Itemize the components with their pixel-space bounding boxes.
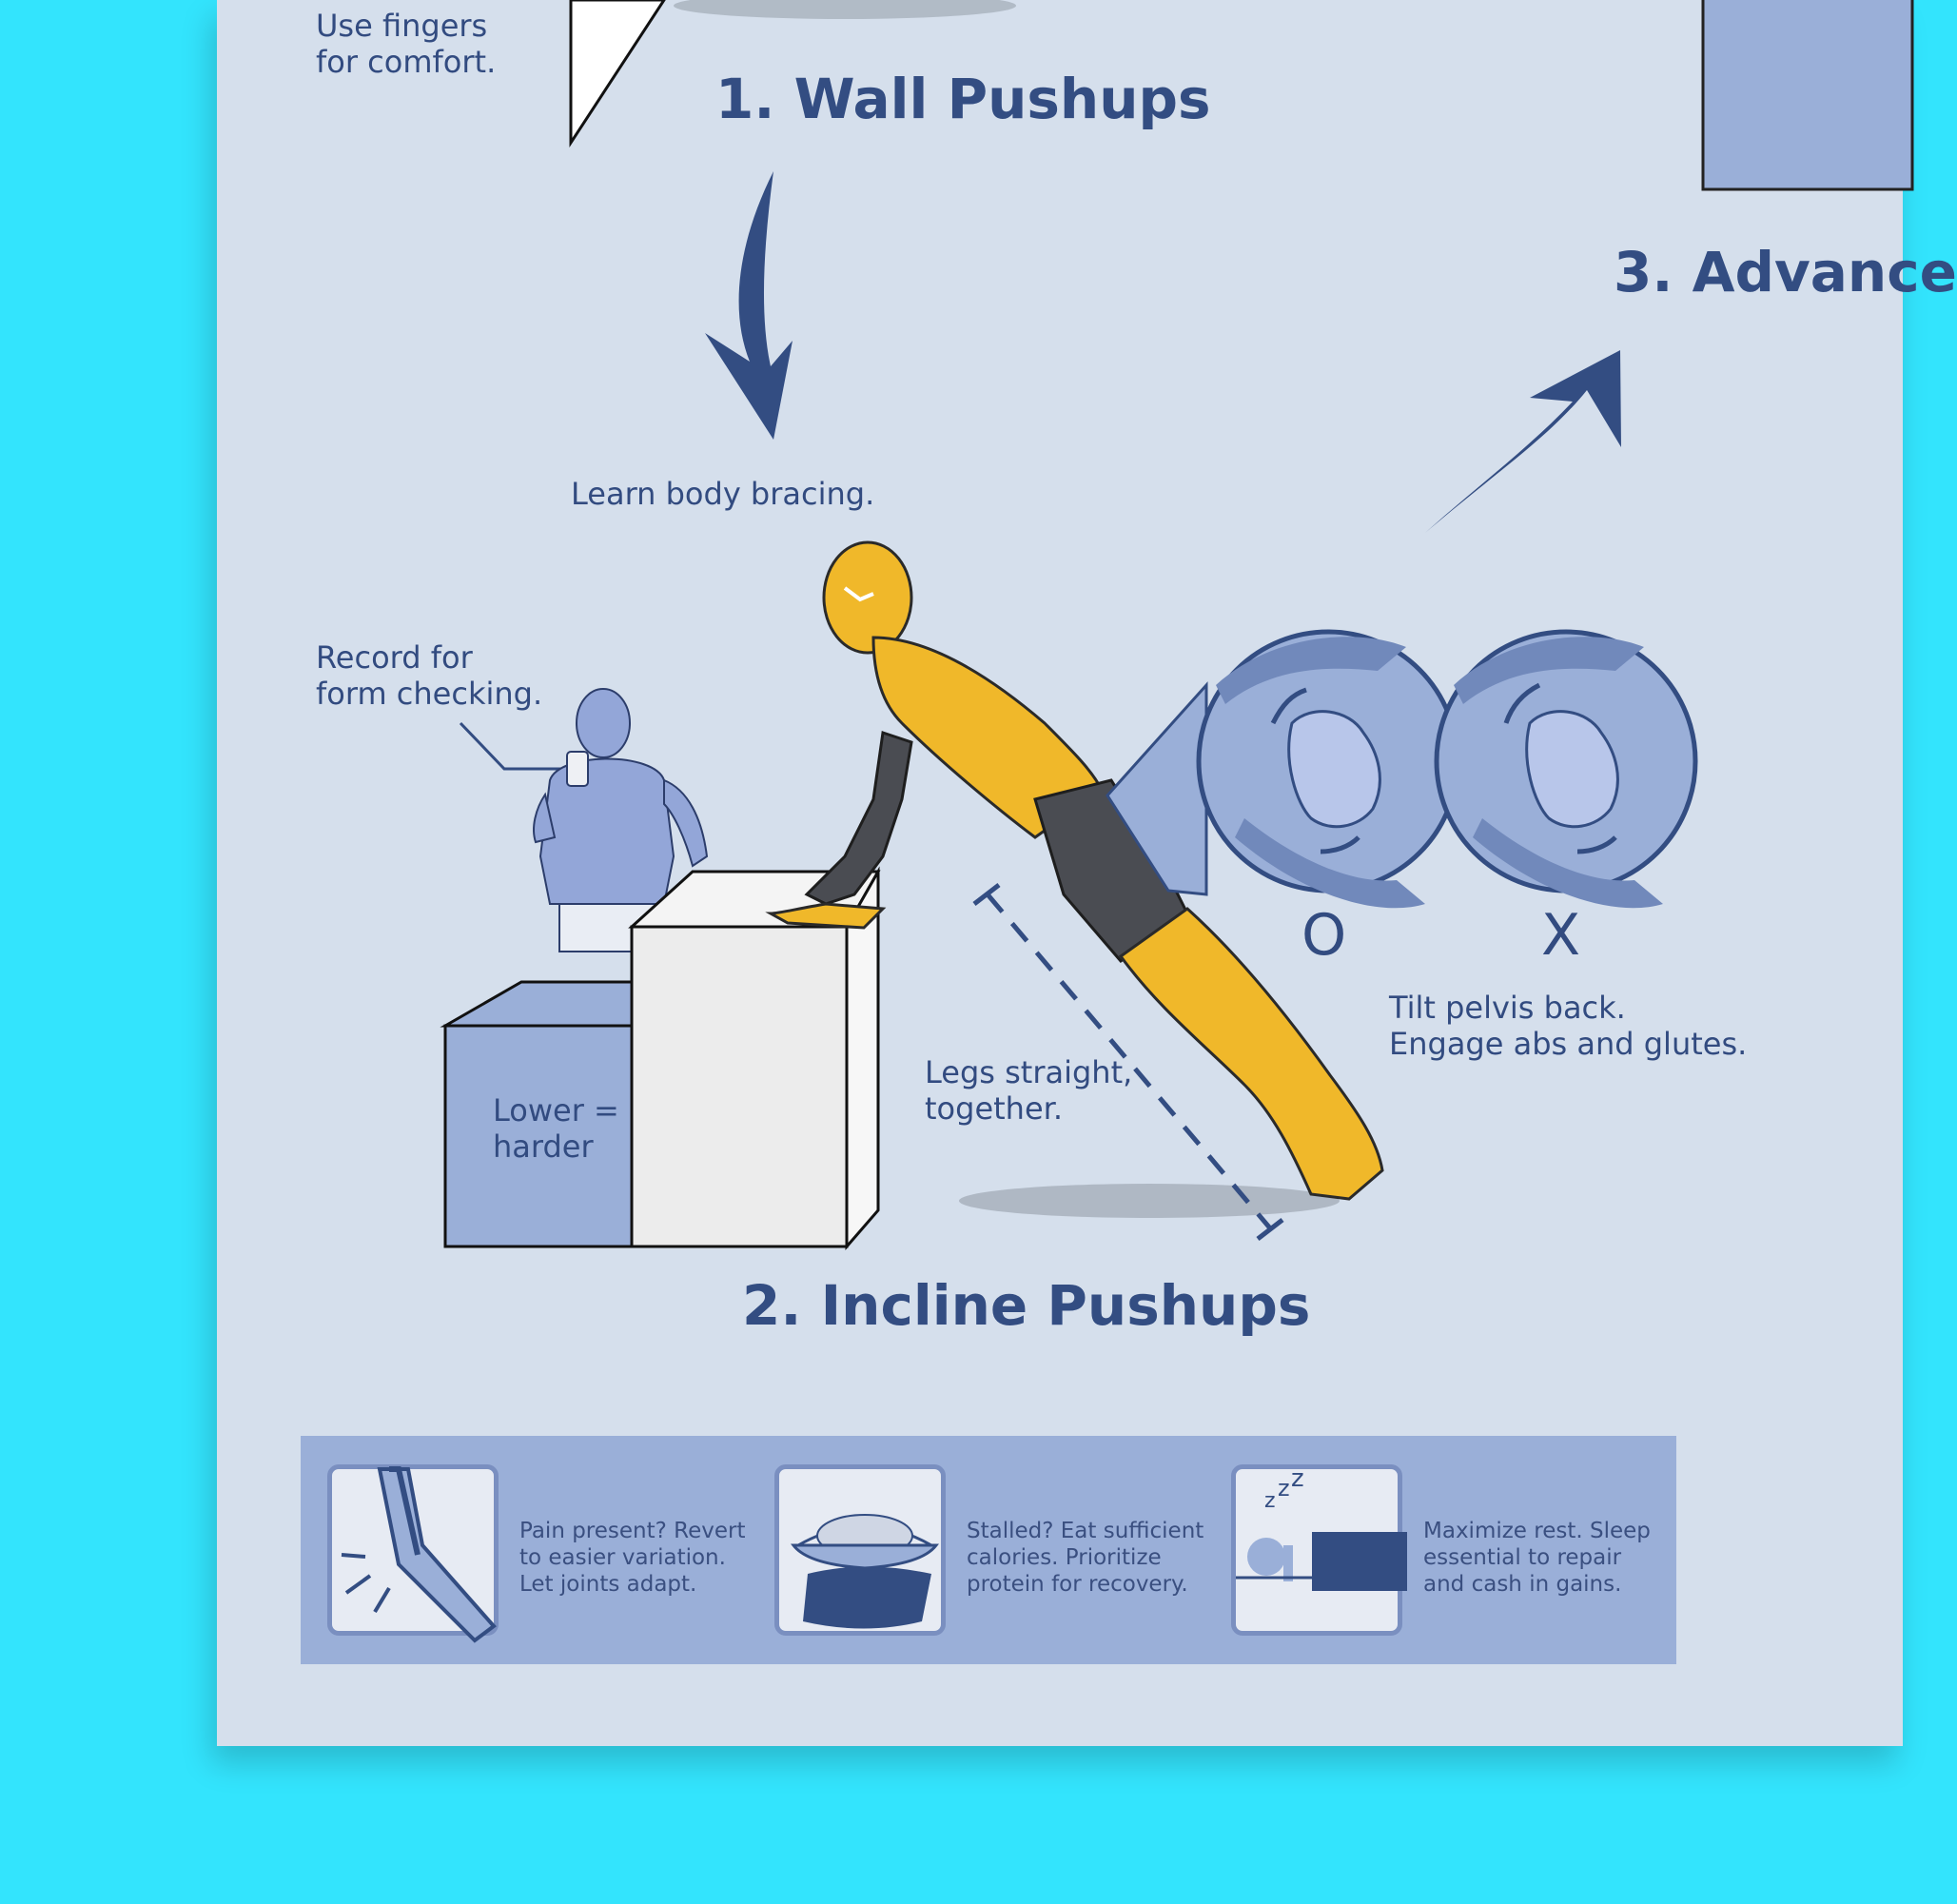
note-fingers: Use fingers for comfort.	[316, 8, 497, 80]
note-pelvis: Tilt pelvis back. Engage abs and glutes.	[1389, 990, 1748, 1062]
lower-box	[440, 980, 637, 1248]
phone-icon	[566, 751, 589, 787]
svg-text:z: z	[1291, 1464, 1304, 1493]
record-callout-line	[459, 721, 567, 771]
top-shadow	[674, 0, 1016, 19]
food-bowl-icon	[774, 1464, 946, 1636]
pelvis-correct-view	[1196, 629, 1460, 909]
pushup-figure	[765, 540, 1384, 1201]
tip-3-text: Maximize rest. Sleep essential to repair…	[1423, 1519, 1651, 1597]
tip-2-text: Stalled? Eat sufficient calories. Priori…	[967, 1519, 1204, 1597]
correct-mark: O	[1301, 902, 1347, 969]
wrong-mark: X	[1541, 902, 1581, 969]
note-lower-harder: Lower = harder	[493, 1092, 619, 1165]
note-record: Record for form checking.	[316, 639, 543, 712]
joint-pain-icon	[327, 1464, 499, 1643]
note-bracing: Learn body bracing.	[571, 476, 875, 512]
pelvis-wrong-view	[1434, 629, 1698, 909]
wall-triangle	[569, 0, 666, 148]
recording-figure	[533, 688, 709, 952]
ground-shadow	[959, 1184, 1340, 1218]
incline-box	[628, 866, 881, 1251]
pelvis-callout	[1106, 681, 1208, 896]
arrow-up-right-icon	[1425, 350, 1621, 533]
step1-title: 1. Wall Pushups	[715, 67, 1211, 131]
illustration-layer	[440, 0, 1914, 1251]
top-right-block	[1701, 0, 1914, 191]
step2-title: 2. Incline Pushups	[742, 1273, 1311, 1338]
tip-1-text: Pain present? Revert to easier variation…	[519, 1519, 746, 1597]
sleep-icon: z z z	[1231, 1464, 1407, 1636]
arrow-down-icon	[705, 171, 793, 440]
svg-text:z: z	[1264, 1489, 1276, 1513]
note-legs: Legs straight, together.	[925, 1054, 1133, 1127]
svg-text:z: z	[1278, 1475, 1290, 1502]
step3-title: 3. Advance	[1614, 240, 1957, 304]
exercise-poster: Use fingers for comfort. 1. Wall Pushups…	[217, 0, 1957, 1746]
tips-panel: Pain present? Revert to easier variation…	[301, 1436, 1676, 1664]
